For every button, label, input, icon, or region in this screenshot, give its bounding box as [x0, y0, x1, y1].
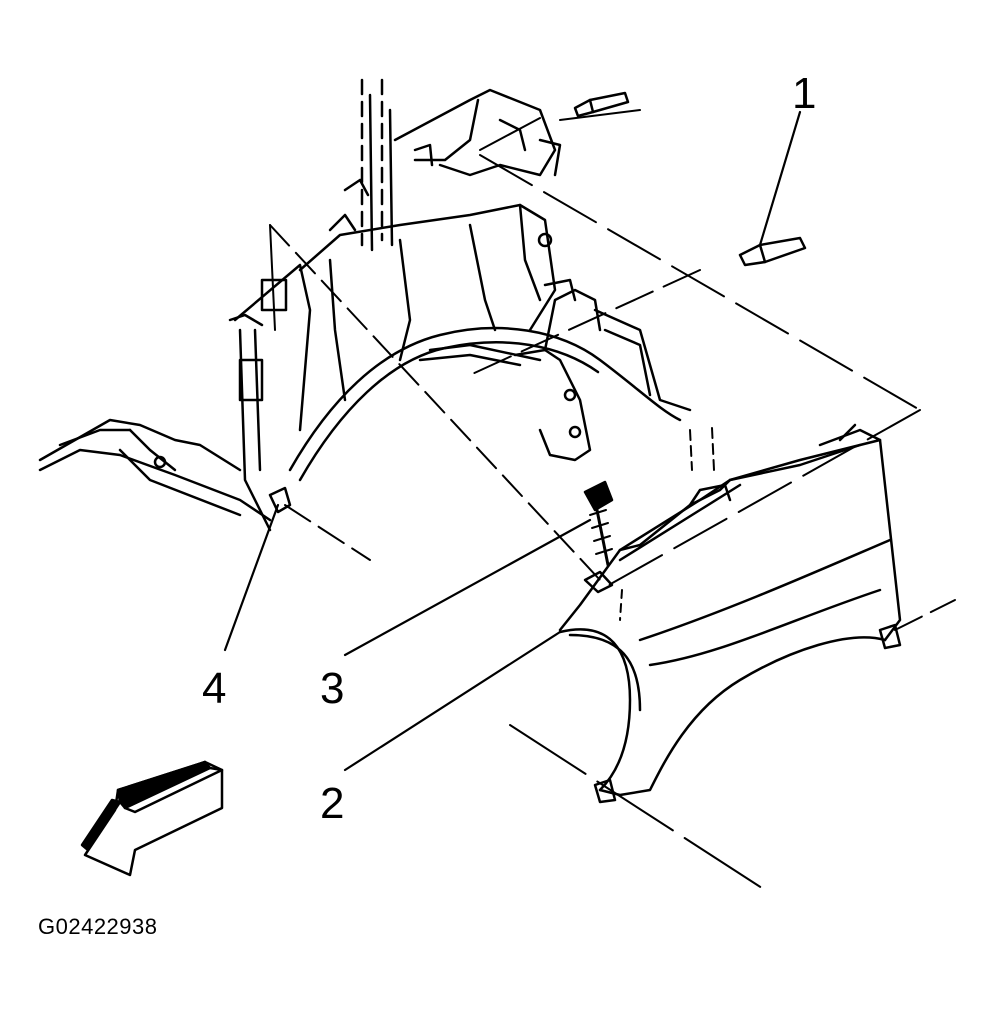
alignment-lines — [269, 109, 956, 891]
callout-3: 3 — [320, 664, 344, 713]
figure-id: G02422938 — [38, 914, 158, 939]
callout-1: 1 — [792, 69, 816, 118]
fender — [558, 423, 902, 804]
fender-bolt — [583, 480, 614, 567]
body-structure — [38, 78, 692, 532]
callout-4: 4 — [202, 664, 226, 713]
leader-lines — [223, 110, 802, 772]
push-pin-retainer — [573, 91, 807, 267]
callout-2: 2 — [320, 779, 344, 828]
front-of-vehicle-arrow-icon — [80, 760, 224, 877]
